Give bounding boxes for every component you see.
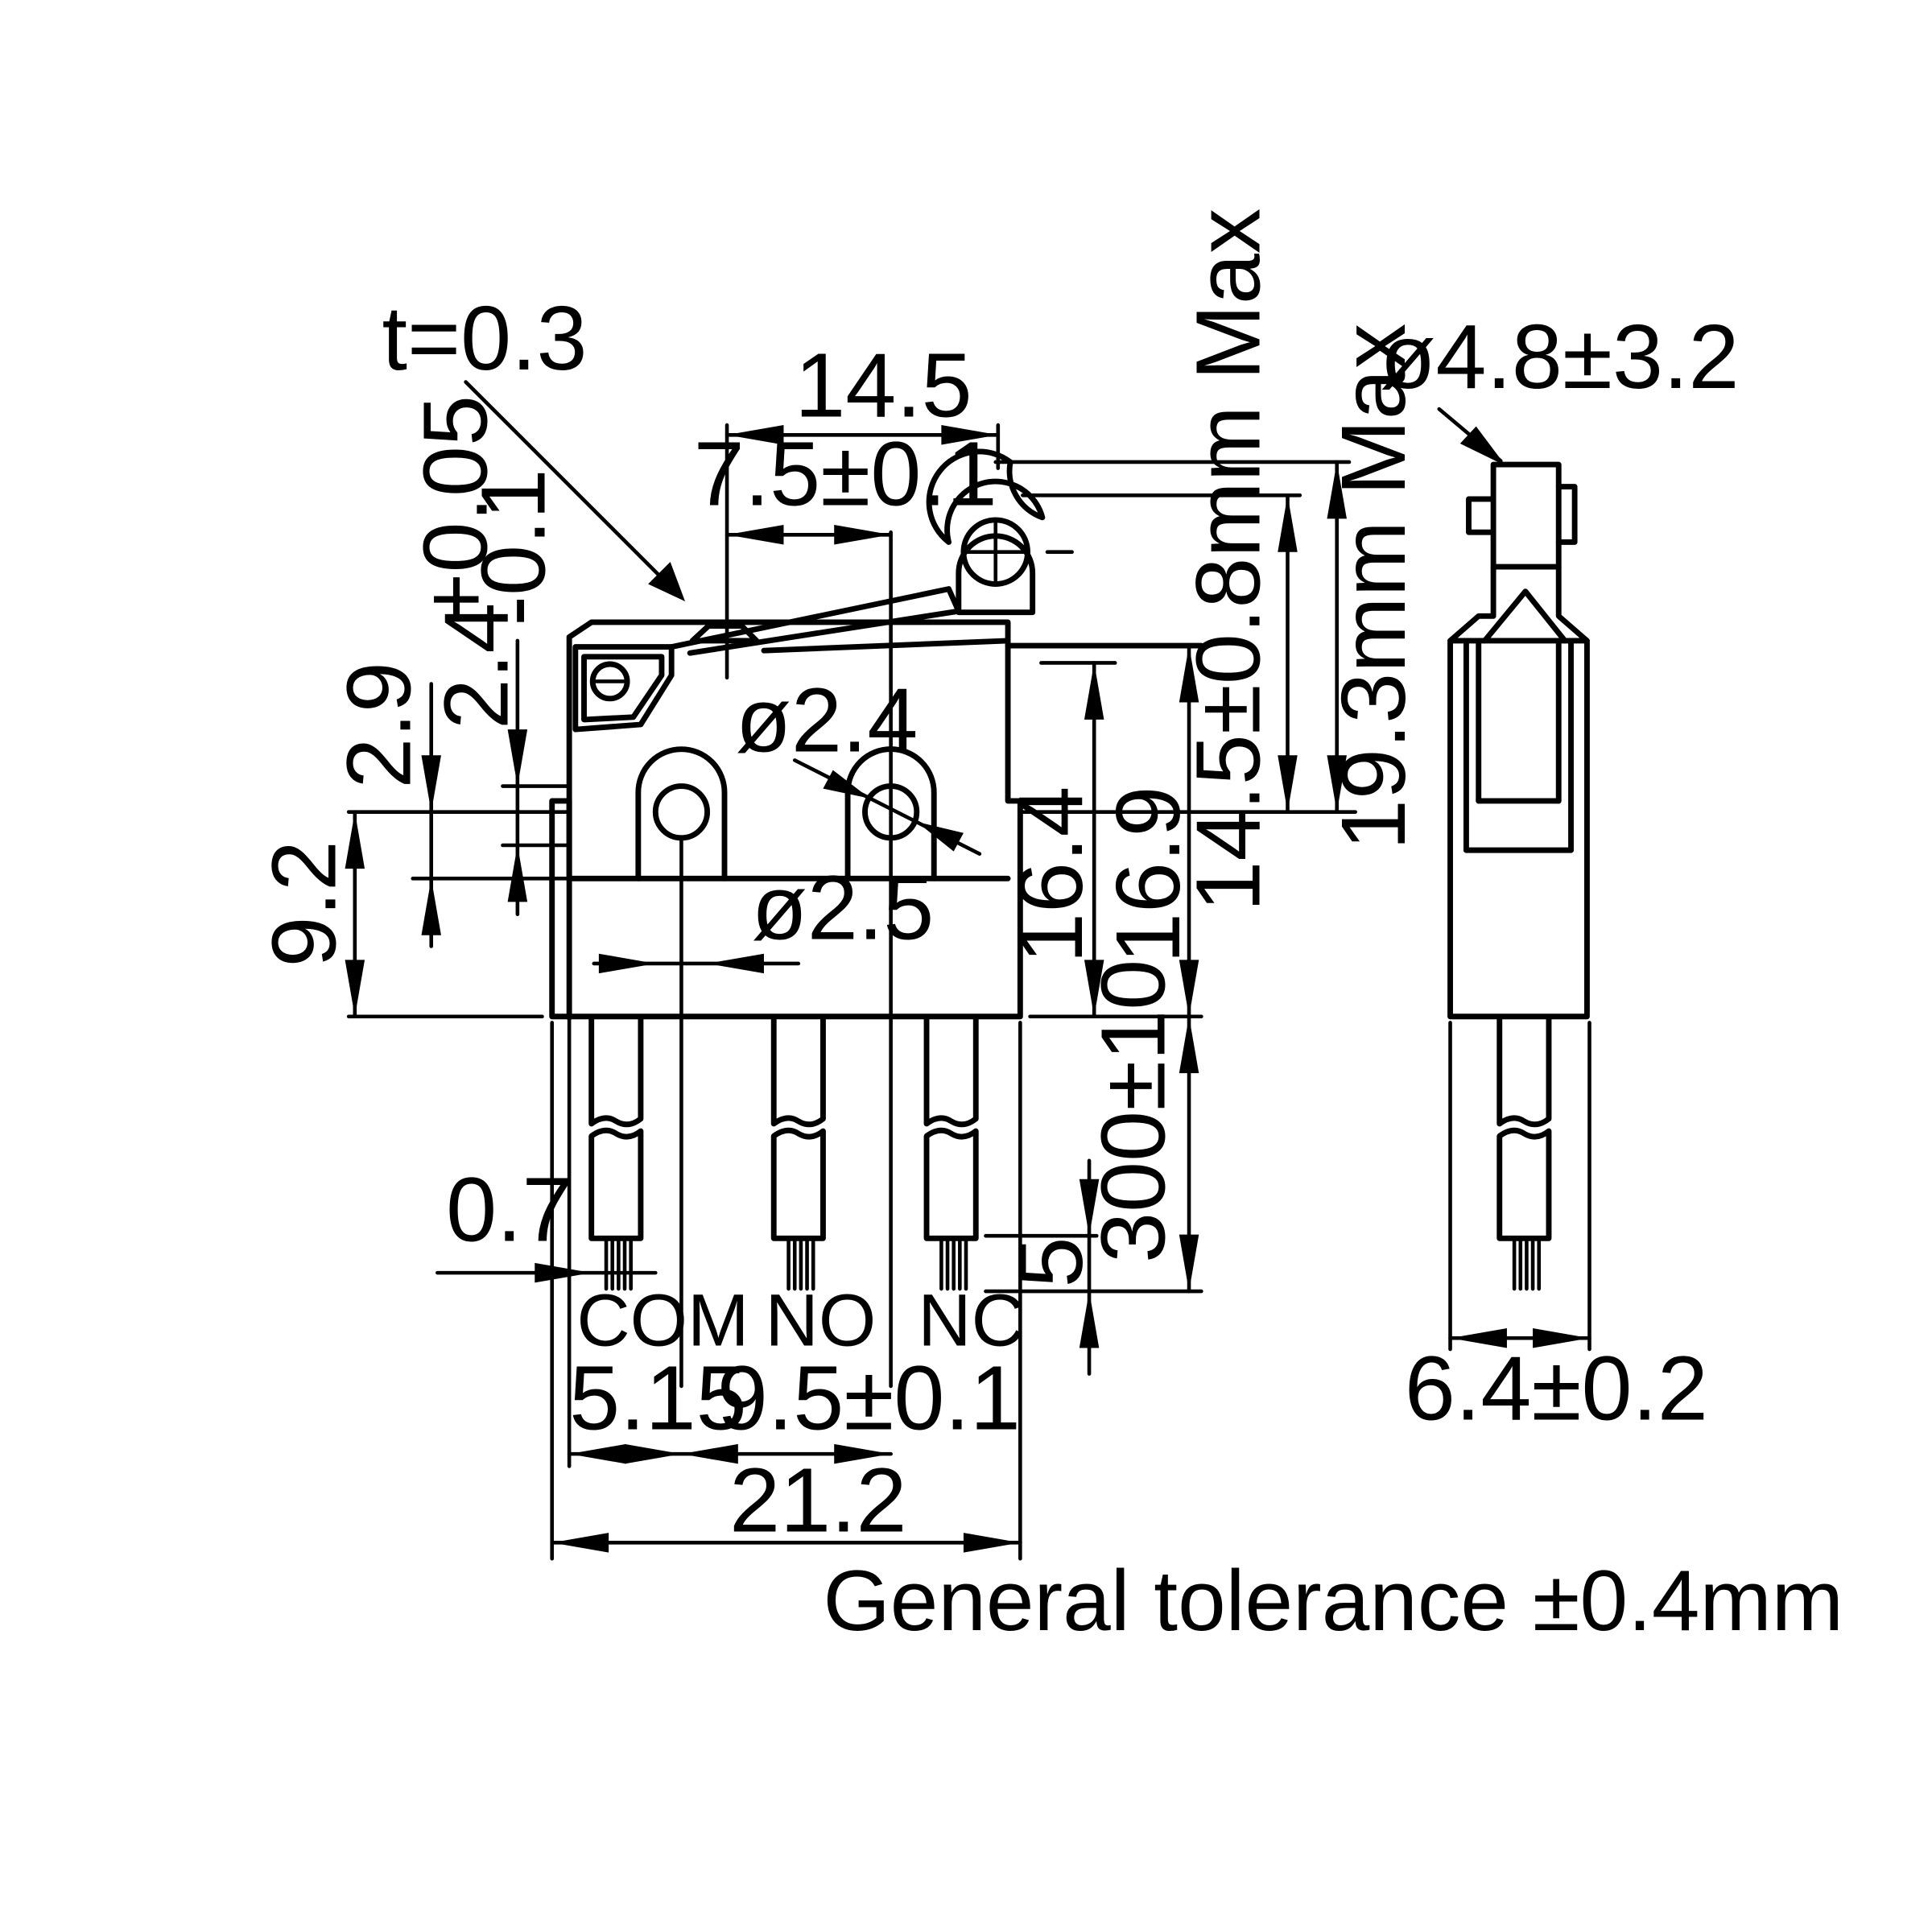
label-hole-diameter-com: ø2.5 — [752, 857, 935, 959]
label-wire-core: 0.7 — [446, 1158, 572, 1261]
label-wire-length: 300±10 — [1082, 960, 1184, 1263]
label-actuator-top-height: 16.9 — [1097, 786, 1199, 964]
label-mounting-hole-upper: 2.9 — [328, 662, 431, 788]
label-body-width: 21.2 — [729, 1450, 906, 1552]
label-roller-position: 14.5 — [795, 334, 972, 436]
label-actuator-pivot: 7.5±0.1 — [694, 423, 997, 526]
label-body-thickness: 6.4±0.2 — [1405, 1337, 1708, 1439]
label-hole-spacing: 9.5±0.1 — [717, 1348, 1021, 1450]
label-hole-diameter-no: ø2.4 — [736, 670, 919, 772]
label-roller-diameter: ø4.8±3.2 — [1380, 306, 1739, 408]
terminal-label-nc: NC — [918, 1279, 1025, 1361]
dimension-lines — [345, 380, 1357, 1561]
label-pivot-tol-upper: +0.05 — [405, 395, 507, 626]
terminal-label-com: COM — [576, 1279, 749, 1361]
roller — [926, 448, 1046, 616]
terminal-labels: COM NO NC — [576, 1279, 1025, 1361]
label-body-height: 16.4 — [1000, 786, 1102, 964]
dimension-labels: t=0.3 14.5 7.5±0.1 2.4 +0.05 -0.1 2.9 9.… — [253, 208, 1739, 1552]
label-actuator-thickness: t=0.3 — [382, 287, 587, 390]
terminal-label-no: NO — [766, 1279, 877, 1361]
label-com-offset: 5.15 — [569, 1348, 746, 1450]
label-mounting-hole-offset: 9.2 — [253, 840, 355, 967]
label-pivot-tol-lower: -0.1 — [463, 469, 565, 625]
actuator-lever — [668, 586, 1011, 656]
lead-wires — [588, 1014, 979, 1291]
label-free-position: 14.5±0.8mm Max — [1177, 208, 1279, 912]
side-view — [1437, 407, 1591, 1352]
label-pivot-height: 2.4 — [426, 603, 528, 729]
label-strip-length: 5 — [1000, 1237, 1102, 1288]
general-tolerance-note: General tolerance ±0.4mm — [823, 1552, 1843, 1649]
label-overall-height: 19.3mm Max — [1323, 324, 1425, 851]
